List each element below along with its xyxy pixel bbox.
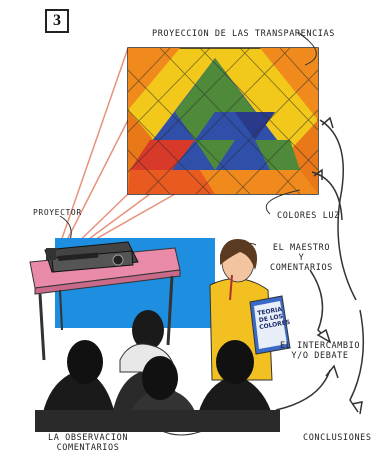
label-observacion-line2: COMENTARIOS (48, 444, 128, 454)
label-colores-luz: COLORES LUZ (277, 212, 340, 222)
label-intercambio: EL INTERCAMBIO Y/O DEBATE (280, 342, 360, 362)
projection-screen (128, 48, 318, 194)
notebook-text: TEORIA DE LOS COLORES (256, 306, 285, 332)
label-el-maestro: EL MAESTRO Y COMENTARIOS (270, 244, 333, 273)
label-intercambio-line2: Y/O DEBATE (280, 352, 360, 362)
label-proyeccion: PROYECCION DE LAS TRANSPARENCIAS (152, 30, 335, 40)
figure-number: 3 (45, 9, 69, 33)
label-el-maestro-line3: COMENTARIOS (270, 264, 333, 274)
label-proyector: PROYECTOR (33, 208, 82, 217)
label-observacion: LA OBSERVACION COMENTARIOS (48, 434, 128, 454)
label-conclusiones: CONCLUSIONES (303, 434, 372, 444)
